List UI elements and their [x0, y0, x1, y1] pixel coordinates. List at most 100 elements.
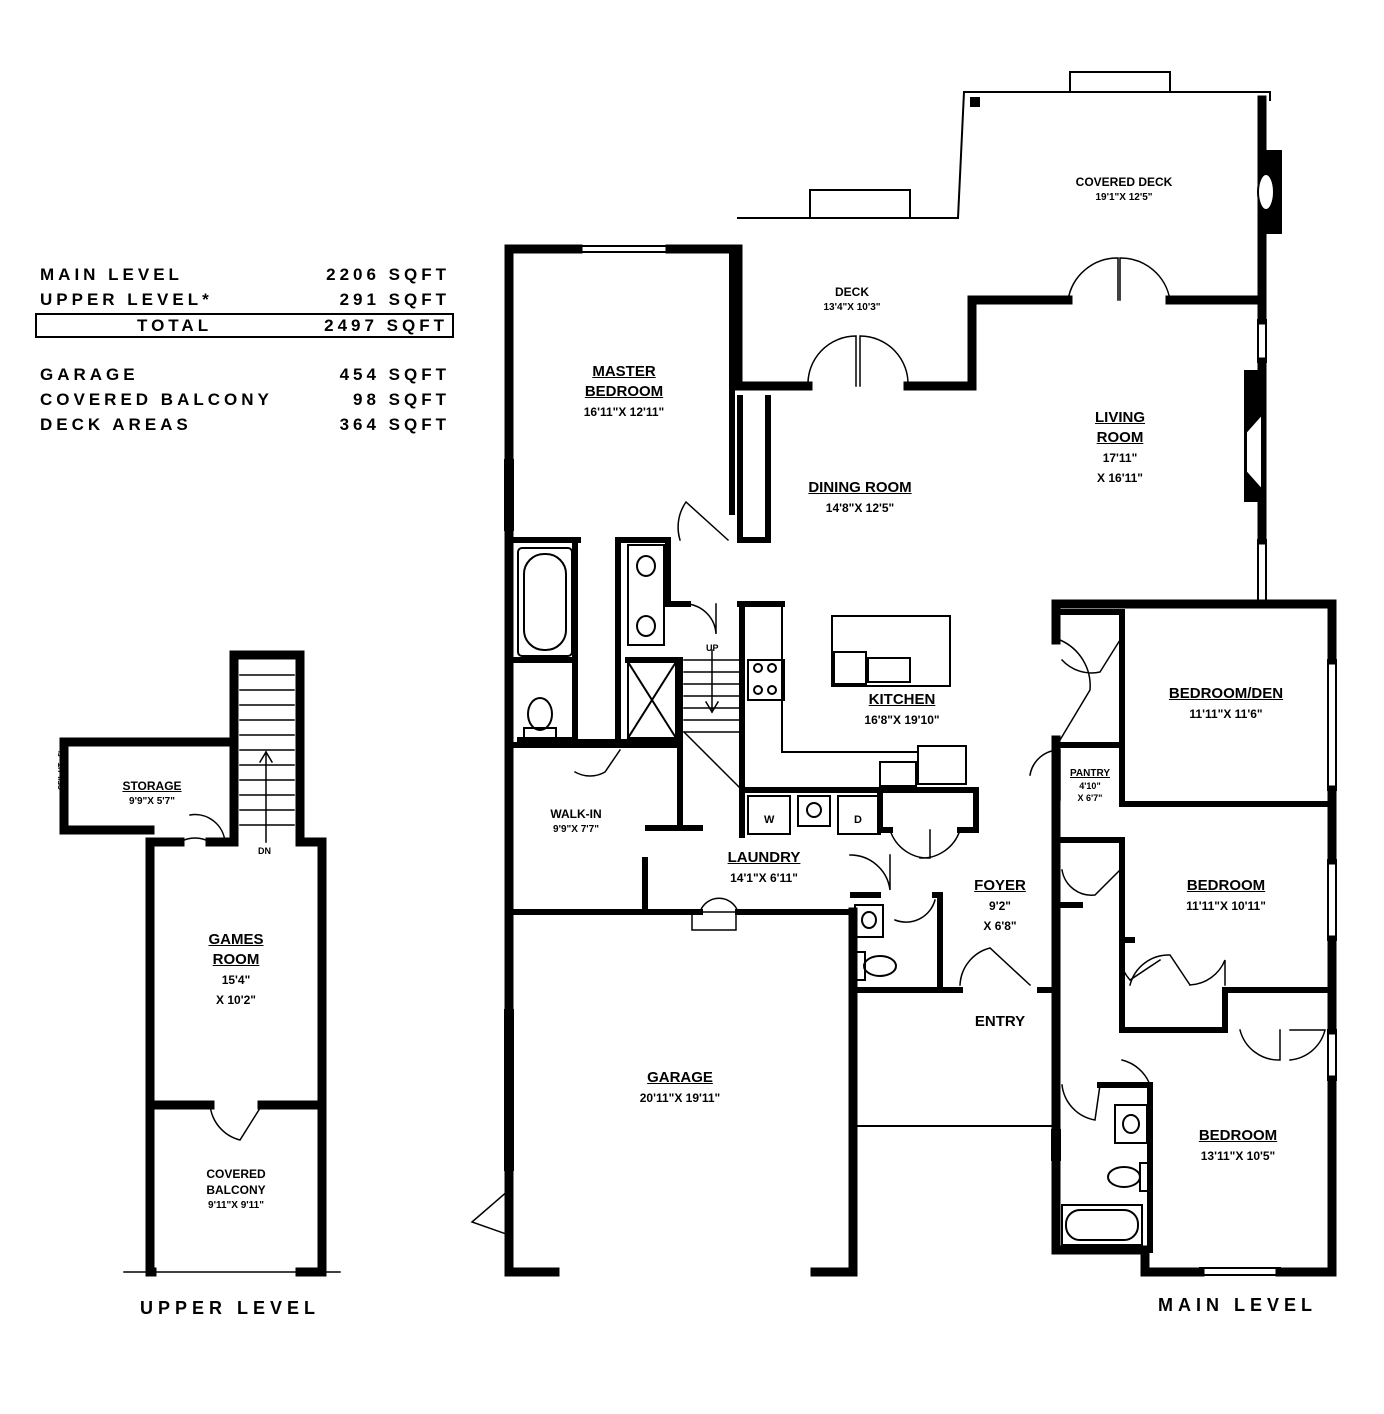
room-dimensions: 14'8"X 12'5" [825, 501, 895, 515]
area-label: DECK AREAS [40, 415, 192, 434]
room-dimensions: X 10'2" [216, 993, 256, 1007]
room-name: LAUNDRY [727, 849, 801, 866]
area-row-main-level: MAIN LEVEL 2206 SQFT [38, 262, 454, 287]
room-dimensions: 16'8"X 19'10" [864, 713, 940, 727]
interior-walls [509, 249, 1335, 1253]
room-dimensions: 20'11"X 19'11" [639, 1091, 721, 1105]
washer-label: W [764, 814, 775, 826]
area-row-total: TOTAL 2497 SQFT [35, 313, 454, 338]
room-name: ROOM [1096, 429, 1144, 446]
room-name: DECK [834, 285, 869, 299]
bathroom-fixtures [523, 544, 1151, 1192]
room-label-kitchen: KITCHEN 16'8"X 19'10" [864, 690, 939, 730]
room-label-entry: ENTRY [975, 1012, 1025, 1032]
room-dimensions: 9'11"X 9'11" [208, 1200, 264, 1211]
upper-level-title: UPPER LEVEL [140, 1298, 321, 1318]
door-swings [470, 257, 1326, 1236]
room-dimensions: 16'11"X 12'11" [583, 405, 665, 419]
room-name: FOYER [974, 877, 1026, 894]
area-total-value: 2497 SQFT [324, 316, 448, 335]
room-name: KITCHEN [868, 691, 936, 708]
room-label-bedroom-den: BEDROOM/DEN 11'11"X 11'6" [1169, 684, 1283, 724]
area-row-covered-balcony: COVERED BALCONY 98 SQFT [38, 387, 454, 412]
room-label-foyer: FOYER 9'2" X 6'8" [974, 876, 1026, 936]
room-name: PANTRY [1070, 768, 1110, 779]
area-row-upper-level: UPPER LEVEL* 291 SQFT [38, 287, 454, 312]
room-name: ROOM [212, 951, 260, 968]
area-value: 454 SQFT [339, 365, 450, 384]
upper-exterior-walls [59, 650, 327, 1277]
room-dimensions: 13'4"X 10'3" [823, 302, 881, 313]
room-name: DINING ROOM [808, 479, 912, 496]
laundry-appliances [747, 795, 881, 835]
room-name: COVERED DECK [1075, 175, 1173, 189]
room-name: BALCONY [206, 1183, 266, 1197]
kitchen-counters [747, 603, 967, 787]
main-exterior-walls [504, 95, 1337, 1277]
room-name: COVERED [206, 1167, 266, 1181]
room-dimensions: 11'11"X 10'11" [1186, 899, 1266, 913]
room-name: WALK-IN [550, 807, 602, 821]
room-label-garage: GARAGE 20'11"X 19'11" [640, 1068, 721, 1108]
area-value: 364 SQFT [339, 415, 450, 434]
room-label-storage: STORAGE 9'9"X 5'7" [122, 778, 181, 810]
room-name: BEDROOM [584, 383, 664, 400]
room-label-deck: DECK 13'4"X 10'3" [823, 284, 880, 316]
room-label-pantry: PANTRY 4'10" X 6'7" [1070, 768, 1110, 804]
room-name: MASTER [592, 363, 656, 380]
room-dimensions: X 16'11" [1097, 471, 1143, 485]
room-label-games-room: GAMES ROOM 15'4" X 10'2" [208, 930, 263, 1010]
room-label-laundry: LAUNDRY 14'1"X 6'11" [728, 848, 801, 888]
area-value: 98 SQFT [353, 390, 450, 409]
room-dimensions: 19'1"X 12'5" [1095, 192, 1153, 203]
area-row-deck-areas: DECK AREAS 364 SQFT [38, 412, 454, 437]
room-dimensions: 9'9"X 7'7" [553, 824, 599, 835]
room-dimensions: 15'4" [221, 973, 251, 987]
area-summary-table: MAIN LEVEL 2206 SQFT UPPER LEVEL* 291 SQ… [35, 262, 454, 437]
area-value: 2206 SQFT [326, 265, 450, 284]
room-label-dining-room: DINING ROOM 14'8"X 12'5" [808, 478, 911, 518]
room-name: ENTRY [974, 1013, 1026, 1030]
dryer-label: D [854, 814, 862, 826]
room-label-master-bedroom: MASTER BEDROOM 16'11"X 12'11" [584, 362, 665, 422]
ceiling-height-note: CEIL HT - 5' [58, 751, 65, 790]
room-name: STORAGE [122, 779, 182, 793]
windows [504, 245, 1337, 1276]
room-dimensions: 17'11" [1102, 451, 1138, 465]
room-dimensions: 14'1"X 6'11" [730, 871, 798, 885]
room-dimensions: 9'9"X 5'7" [129, 796, 175, 807]
area-label: UPPER LEVEL* [40, 290, 213, 309]
room-label-covered-deck: COVERED DECK 19'1"X 12'5" [1076, 174, 1173, 206]
room-dimensions: 4'10" [1079, 781, 1101, 791]
deck-outlines [737, 71, 1271, 1127]
area-row-garage: GARAGE 454 SQFT [38, 362, 454, 387]
upper-stairs [239, 674, 295, 843]
room-dimensions: 9'2" [989, 899, 1011, 913]
room-name: LIVING [1094, 409, 1146, 426]
room-dimensions: 11'11"X 11'6" [1189, 707, 1263, 721]
room-label-bedroom-3: BEDROOM 13'11"X 10'5" [1199, 1126, 1277, 1166]
main-level-title: MAIN LEVEL [1158, 1295, 1318, 1315]
room-name: BEDROOM [1186, 877, 1266, 894]
room-name: GAMES [208, 931, 264, 948]
room-dimensions: X 6'7" [1077, 793, 1103, 803]
room-name: BEDROOM [1198, 1127, 1278, 1144]
area-label: GARAGE [40, 365, 139, 384]
room-name: BEDROOM/DEN [1168, 685, 1284, 702]
area-value: 291 SQFT [339, 290, 450, 309]
main-stairs [682, 649, 744, 792]
area-label: MAIN LEVEL [40, 265, 183, 284]
stairs-up-label: UP [706, 643, 719, 653]
room-label-living-room: LIVING ROOM 17'11" X 16'11" [1095, 408, 1145, 488]
stairs-down-label: DN [258, 846, 271, 856]
area-total-label: TOTAL [137, 316, 213, 335]
area-label: COVERED BALCONY [40, 390, 273, 409]
room-label-bedroom-2: BEDROOM 11'11"X 10'11" [1186, 876, 1266, 916]
room-dimensions: X 6'8" [983, 919, 1017, 933]
room-label-walk-in: WALK-IN 9'9"X 7'7" [550, 806, 601, 838]
room-dimensions: 13'11"X 10'5" [1200, 1149, 1276, 1163]
bathtubs [517, 547, 1143, 1246]
room-label-covered-balcony: COVERED BALCONY 9'11"X 9'11" [206, 1166, 265, 1214]
room-name: GARAGE [647, 1069, 713, 1086]
